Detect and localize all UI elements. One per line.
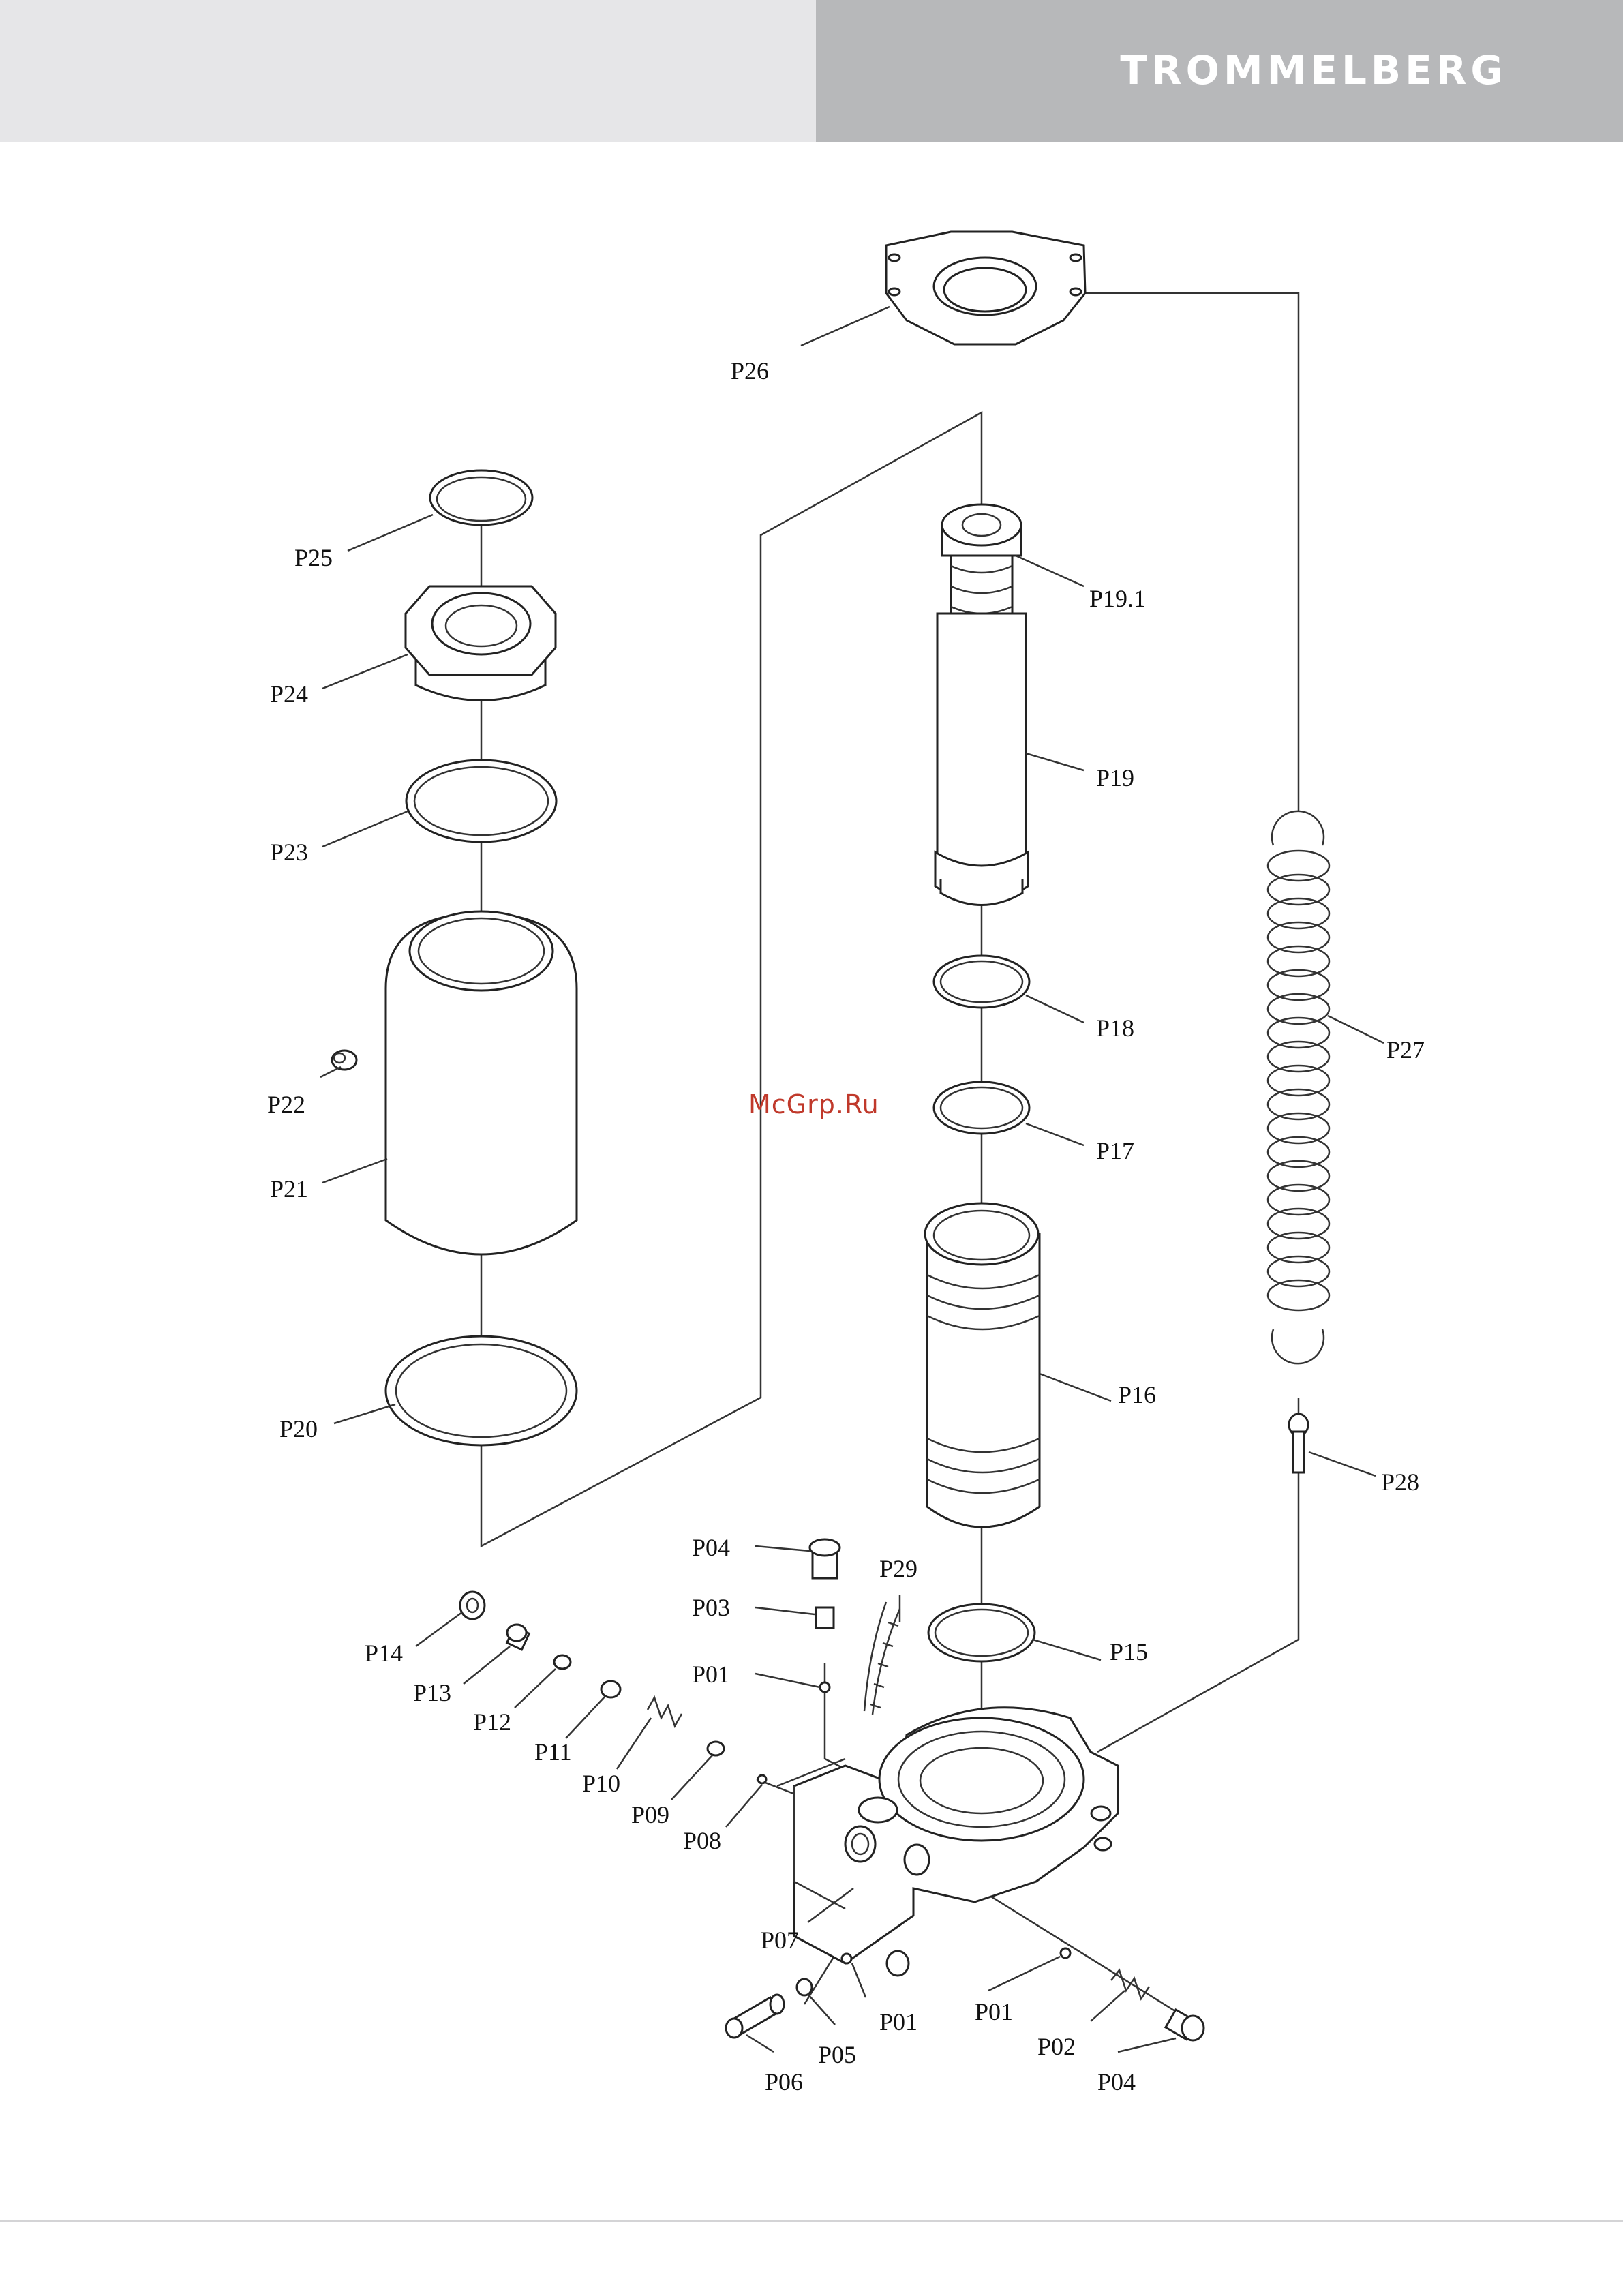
label-p15: P15: [1110, 1638, 1148, 1665]
part-p25-ring: [430, 470, 532, 525]
part-p03-nut: [816, 1607, 834, 1628]
part-p01-right-ball: [1061, 1948, 1070, 1958]
part-p15-ring: [928, 1604, 1035, 1661]
part-p28-hook: [1289, 1414, 1308, 1472]
label-p14: P14: [365, 1640, 403, 1667]
footer-divider: [0, 2220, 1623, 2222]
label-p06: P06: [765, 2068, 803, 2096]
label-p01-top: P01: [692, 1661, 730, 1688]
part-p19-piston: [935, 614, 1028, 905]
part-p01-top-ball: [820, 1682, 830, 1692]
label-p03: P03: [692, 1594, 730, 1621]
label-p12: P12: [473, 1708, 511, 1736]
part-p05-washer: [797, 1979, 812, 1995]
label-p16: P16: [1118, 1381, 1156, 1408]
part-p12-washer: [554, 1655, 571, 1669]
label-p05: P05: [818, 2041, 856, 2068]
part-p24-nut: [406, 586, 556, 701]
label-p18: P18: [1096, 1014, 1134, 1042]
part-p14-cap: [460, 1592, 485, 1619]
part-p06-release: [726, 1995, 784, 2038]
part-p02-spring: [1111, 1970, 1149, 1999]
label-p11: P11: [534, 1738, 572, 1766]
watermark-text: McGrp.Ru: [748, 1089, 879, 1119]
part-p10-spring: [648, 1697, 682, 1726]
label-p22: P22: [267, 1091, 305, 1118]
label-p27: P27: [1386, 1036, 1425, 1063]
part-p29-chain: [864, 1602, 900, 1715]
label-p13: P13: [413, 1679, 451, 1706]
label-p04-bottom: P04: [1097, 2068, 1136, 2096]
label-p23: P23: [270, 839, 308, 866]
label-p29: P29: [879, 1555, 917, 1582]
part-p11-nut: [601, 1681, 620, 1697]
part-p04-bottom-bolt: [1166, 2010, 1204, 2040]
label-p07: P07: [761, 1927, 799, 1954]
label-p19-1: P19.1: [1089, 585, 1146, 612]
label-p09: P09: [631, 1801, 669, 1828]
label-p10: P10: [582, 1770, 620, 1797]
part-p20-ring: [386, 1336, 577, 1445]
label-p04-top: P04: [692, 1534, 730, 1561]
part-p09-valve: [708, 1742, 724, 1755]
part-p21-cylinder: [386, 911, 577, 1254]
label-p25: P25: [294, 544, 333, 571]
label-p21: P21: [270, 1175, 308, 1203]
label-p02: P02: [1037, 2033, 1076, 2060]
part-p07-base: [794, 1708, 1118, 1976]
label-p24: P24: [270, 680, 308, 708]
part-p27-spring: [1268, 811, 1329, 1363]
label-p08: P08: [683, 1827, 721, 1854]
label-p20: P20: [279, 1415, 318, 1442]
label-p01-left: P01: [879, 2008, 917, 2036]
part-p01-left-ball: [842, 1954, 851, 1963]
label-p17: P17: [1096, 1137, 1134, 1164]
part-p17-ring: [934, 1082, 1029, 1134]
label-p26: P26: [731, 357, 769, 384]
part-p04-top-bolt: [810, 1539, 840, 1578]
part-p08-ball: [758, 1775, 766, 1783]
part-p23-ring: [406, 760, 556, 842]
part-p18-ring: [934, 956, 1029, 1008]
part-p22-fitting: [332, 1051, 357, 1070]
part-p13-plug: [507, 1625, 530, 1650]
part-p16-cylinder: [925, 1203, 1040, 1527]
part-p26-plate: [886, 232, 1085, 344]
label-p01-right: P01: [975, 1998, 1013, 2025]
label-p19: P19: [1096, 764, 1134, 791]
label-p28: P28: [1381, 1468, 1419, 1496]
